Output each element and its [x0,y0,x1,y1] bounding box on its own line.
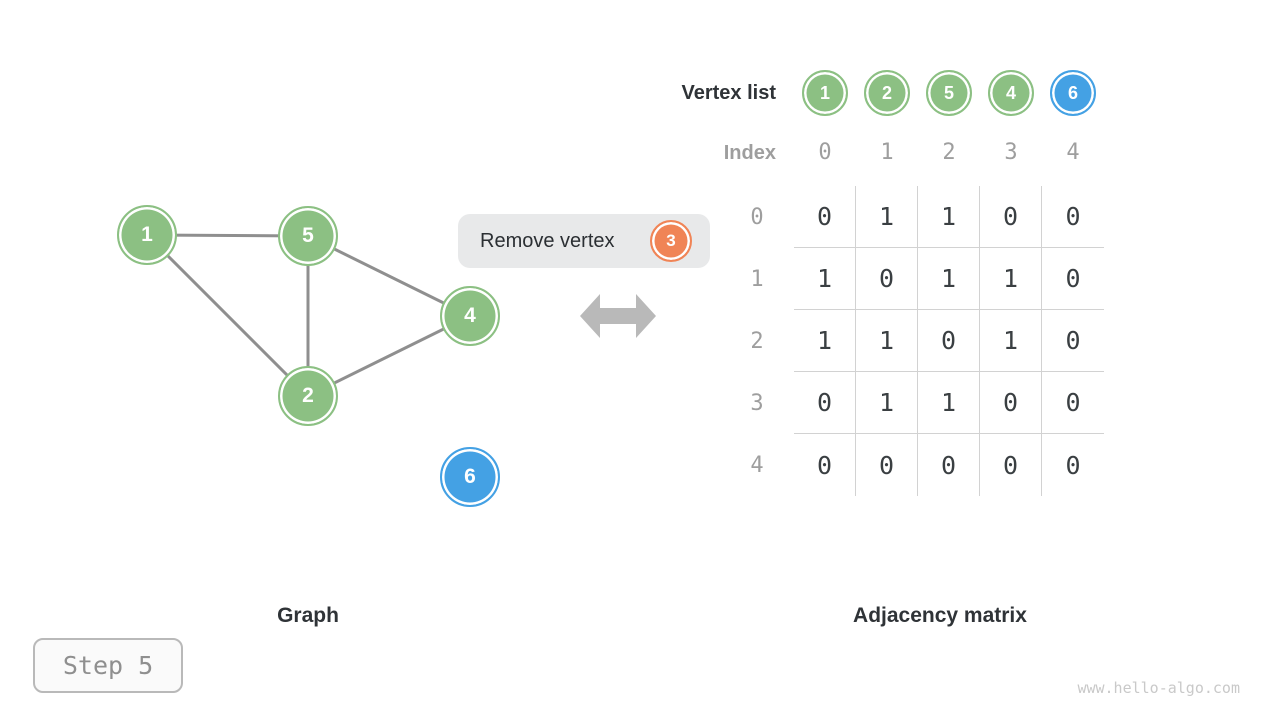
vertex-list-cell: 4 [980,70,1042,116]
graph-section-title: Graph [277,604,339,627]
matrix-cell: 1 [918,186,980,248]
vertex-circle-1: 1 [802,70,848,116]
matrix-cell: 1 [980,310,1042,372]
graph-edge [145,233,310,398]
matrix-cell: 1 [918,372,980,434]
matrix-cell: 0 [794,186,856,248]
matrix-row-label: 2 [750,328,764,354]
index-cell: 3 [1004,139,1018,165]
vertex-circle-4: 4 [988,70,1034,116]
graph-node-2: 2 [278,366,338,426]
graph-node-4: 4 [440,286,500,346]
matrix-cell: 1 [918,248,980,310]
step-badge: Step 5 [33,638,183,693]
matrix-cell: 0 [918,434,980,496]
index-cell: 4 [1066,139,1080,165]
matrix-row-label: 1 [750,266,764,292]
matrix-cell: 0 [1042,186,1104,248]
matrix-cell: 0 [1065,450,1081,480]
matrix-cell: 0 [980,434,1042,496]
matrix-section-title: Adjacency matrix [853,604,1027,627]
matrix-cell: 0 [1042,372,1104,434]
vertex-list-label: Vertex list [681,82,776,104]
vertex-circle-2: 2 [864,70,910,116]
vertex-circle-6: 6 [1050,70,1096,116]
index-row: 0 1 2 3 4 [794,138,1104,166]
matrix-cell: 0 [1042,310,1104,372]
double-arrow-icon [580,294,656,338]
matrix-cell: 0 [794,434,856,496]
watermark: www.hello-algo.com [1077,679,1240,697]
matrix-cell: 0 [980,372,1042,434]
matrix-cell: 0 [918,310,980,372]
graph-node-5: 5 [278,206,338,266]
vertex-list-cell: 5 [918,70,980,116]
index-label: Index [723,142,776,164]
matrix-cell: 1 [856,310,918,372]
matrix-cell: 1 [794,310,856,372]
matrix-cell: 1 [856,372,918,434]
vertex-list-cell: 6 [1042,70,1104,116]
remove-vertex-label: Remove vertex [480,229,615,252]
matrix-cell: 0 [856,248,918,310]
matrix-row-label: 0 [750,204,764,230]
removed-vertex-badge: 3 [650,220,692,262]
matrix-cell: 1 [794,248,856,310]
index-cell: 2 [942,139,956,165]
remove-vertex-pill: Remove vertex 3 [458,214,710,268]
index-cell: 1 [880,139,894,165]
matrix-row-label: 4 [750,452,764,478]
matrix-cell: 0 [1042,248,1104,310]
matrix-cell: 0 [980,186,1042,248]
matrix-cell: 1 [980,248,1042,310]
matrix-row-label: 3 [750,390,764,416]
vertex-list-cell: 2 [856,70,918,116]
matrix-cell: 0 [856,434,918,496]
matrix-cell: 0 [794,372,856,434]
index-cell: 0 [818,139,832,165]
graph-node-6: 6 [440,447,500,507]
graph-node-1: 1 [117,205,177,265]
matrix-row-labels: 0 1 2 3 4 [726,186,788,496]
vertex-list-cell: 1 [794,70,856,116]
vertex-circle-5: 5 [926,70,972,116]
matrix-cell: 1 [856,186,918,248]
